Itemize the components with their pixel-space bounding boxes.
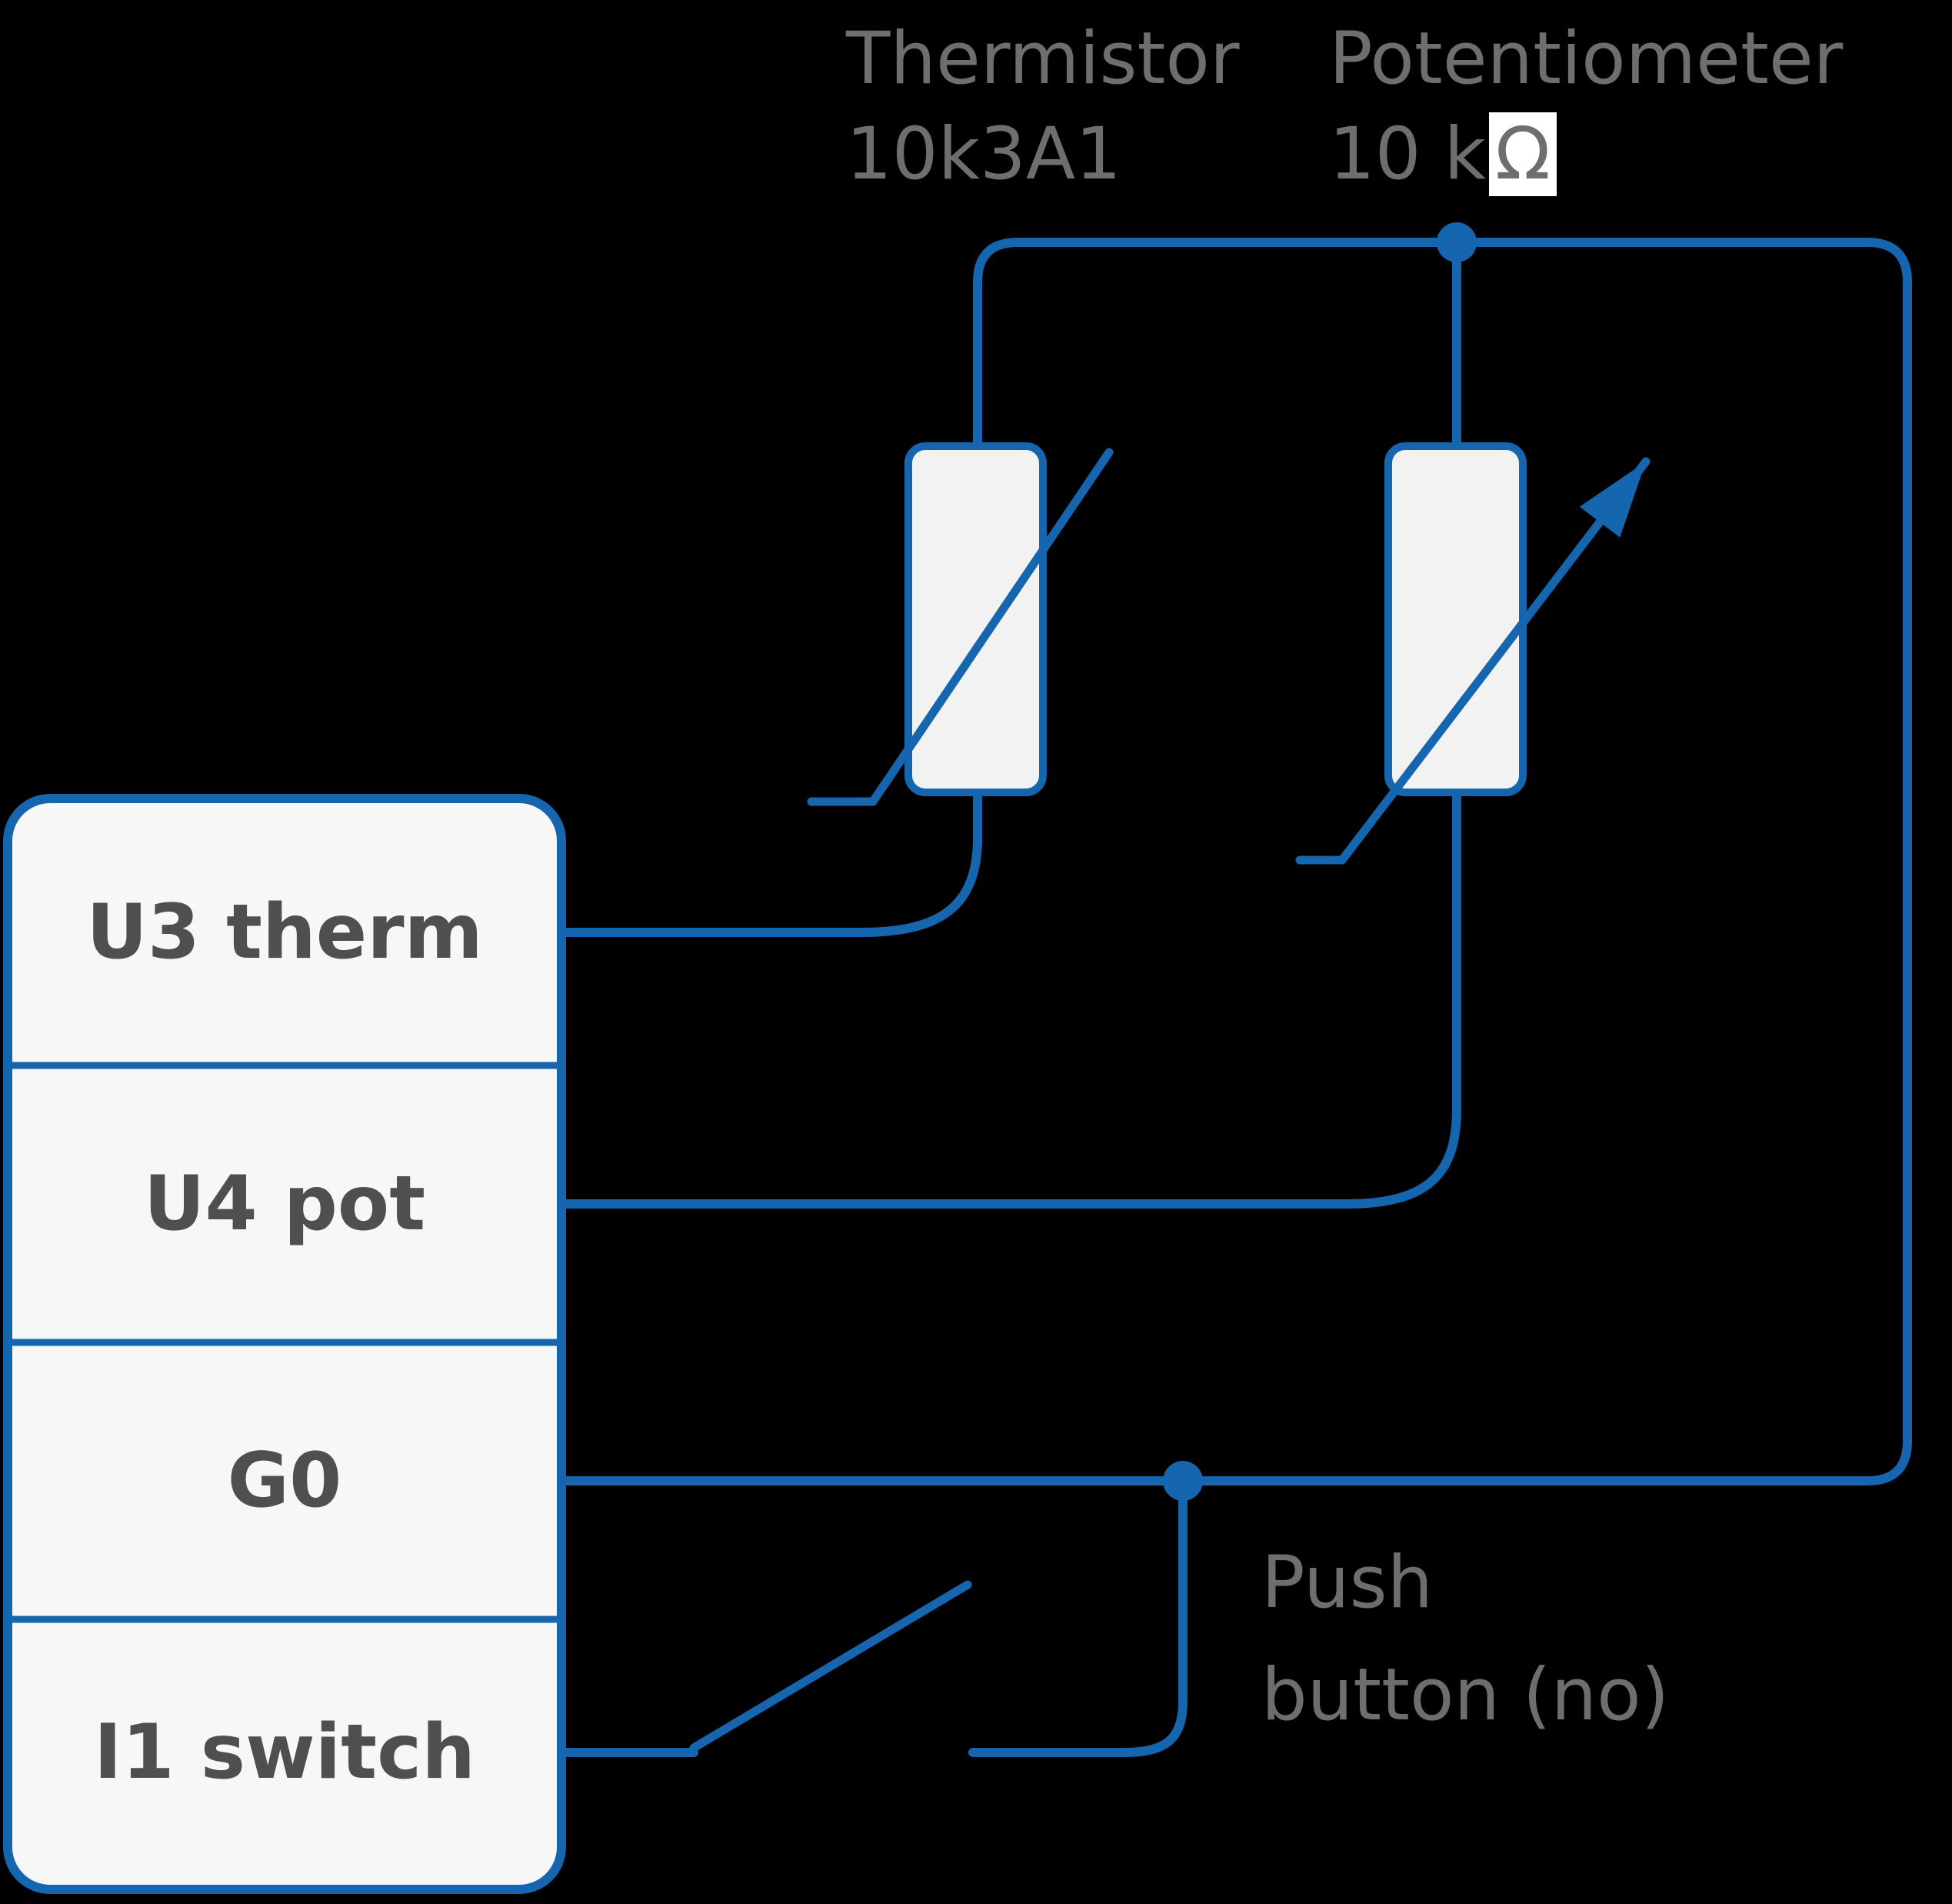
potentiometer-body <box>1384 442 1527 796</box>
thermistor-name: Thermistor <box>846 17 1240 101</box>
potentiometer-name: Potentiometer <box>1329 17 1844 101</box>
terminal-g0: G0 <box>227 1437 342 1525</box>
switch-blade <box>689 1580 972 1752</box>
thermistor-value: 10k3A1 <box>846 112 1121 197</box>
terminal-i1-switch: I1 switch <box>94 1709 475 1796</box>
terminal-u3-therm: U3 therm <box>86 889 483 976</box>
thermistor-to-u3-wire <box>557 789 982 937</box>
junction-dot-g0 <box>1163 1461 1203 1501</box>
potentiometer-to-u4-wire <box>557 789 1461 1209</box>
potentiometer-arrow <box>1295 457 1651 865</box>
thermistor-label: Thermistor 10k3A1 <box>846 12 1240 202</box>
potentiometer-value-prefix: 10 k <box>1329 112 1486 197</box>
pushbutton-to-g0-wire <box>968 1476 1188 1757</box>
push-button-label: Push button (no) <box>1261 1527 1669 1751</box>
push-button-label-line2: button (no) <box>1261 1652 1670 1737</box>
thermistor-diagonal <box>807 448 1114 806</box>
thermistor-body <box>904 442 1047 796</box>
junction-dot-top <box>1437 222 1477 262</box>
push-button-label-line1: Push <box>1261 1541 1434 1625</box>
supply-loop-wire <box>557 238 1912 1486</box>
potentiometer-value-unit: Ω <box>1488 112 1557 197</box>
terminal-u4-pot: U4 pot <box>143 1160 426 1248</box>
